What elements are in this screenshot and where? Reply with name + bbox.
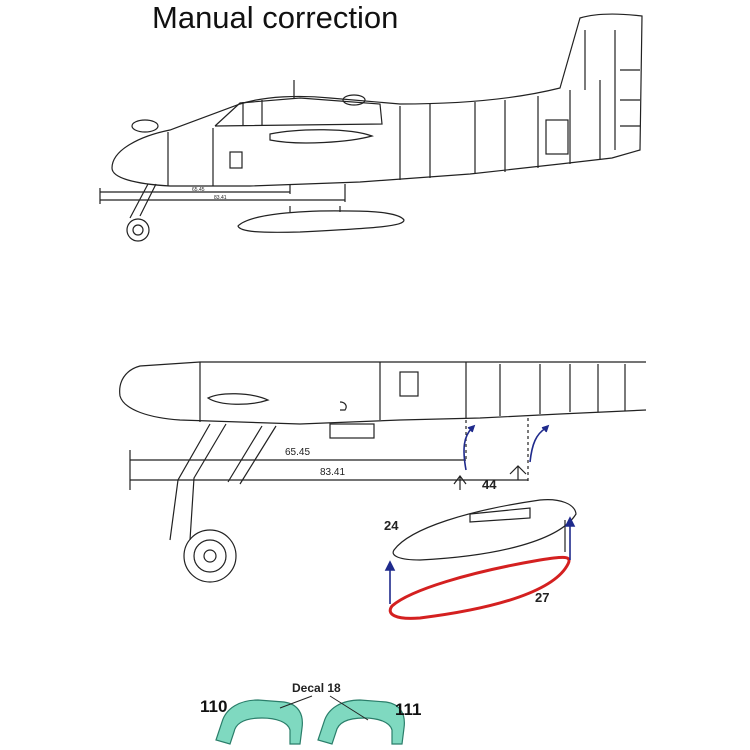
part-number-111: 111 (395, 700, 422, 719)
wing-root (269, 129, 374, 144)
part-number-fairing-bottom: 27 (535, 590, 549, 605)
detail-dim-long: 83.41 (320, 467, 345, 478)
clear-part-111 (317, 699, 405, 745)
canopy (214, 97, 383, 127)
fuselage-detail-view (119, 361, 647, 583)
detail-gear (169, 423, 277, 541)
mount-left (453, 475, 467, 490)
nose-gear (129, 183, 157, 219)
fairing-small (237, 210, 405, 233)
fairing-large (392, 499, 577, 561)
clear-parts (215, 695, 405, 745)
side-dim-short: 65.45 (192, 187, 205, 193)
mount-right (509, 465, 527, 480)
detail-fuselage (119, 361, 647, 425)
page-title: Manual correction (152, 0, 399, 35)
aircraft-side-view (99, 13, 643, 242)
detail-dim-short: 65.45 (285, 447, 310, 458)
fuselage-outline (111, 13, 643, 187)
part-number-mount: 44 (482, 477, 497, 492)
nose-wheel (126, 218, 150, 242)
part-number-fairing-top: 24 (384, 518, 399, 533)
side-dim-long: 83.41 (214, 195, 227, 201)
part-number-110: 110 (200, 697, 227, 716)
clear-part-110 (215, 699, 303, 745)
detail-wheel (183, 529, 237, 583)
assembly-arrows (384, 424, 576, 604)
glue-edge-highlight (388, 555, 571, 620)
decal-label: Decal 18 (292, 681, 341, 695)
